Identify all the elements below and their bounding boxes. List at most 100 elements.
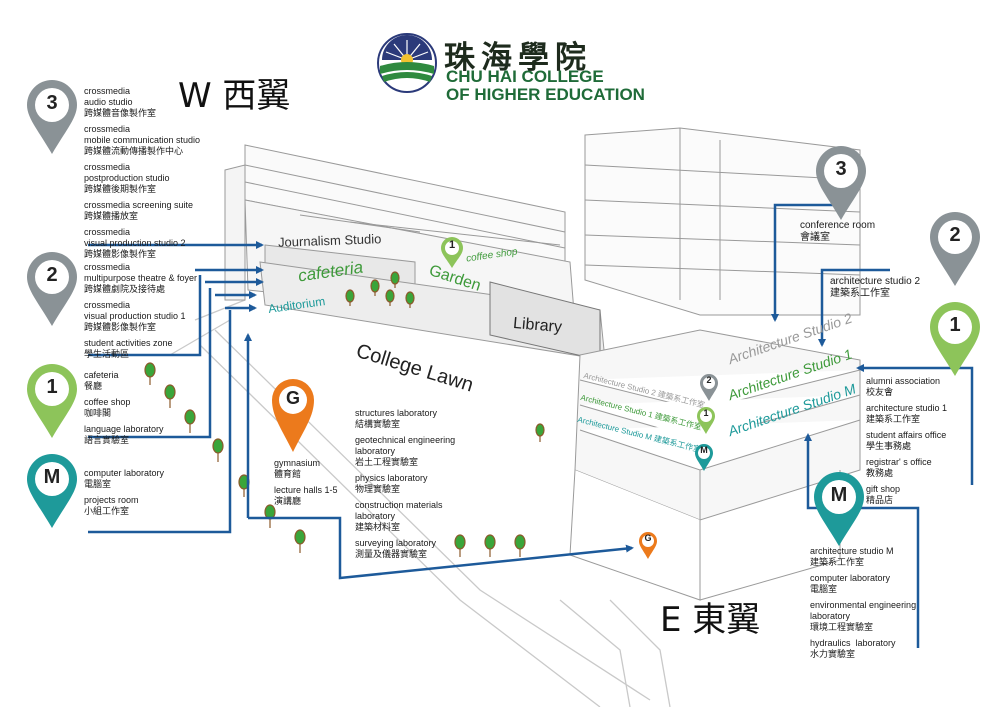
arrow-e2: [818, 268, 890, 347]
east-wing-title: E 東翼: [660, 600, 761, 640]
map-pin-icon: [441, 237, 463, 268]
map-pin-teal-m[interactable]: M: [694, 444, 714, 477]
arrow-em: [804, 433, 920, 648]
pin-gymnasium[interactable]: G: [270, 376, 316, 459]
pin-label: 3: [46, 92, 58, 114]
pin-east-m[interactable]: M: [812, 470, 866, 553]
arrow-g-right: [248, 516, 634, 580]
pin-label: 3: [835, 158, 847, 180]
pin-west-3[interactable]: 3: [25, 78, 79, 161]
west-wing-building: [224, 144, 606, 361]
pin-label: 1: [46, 376, 58, 398]
college-name-zh: 珠海學院: [444, 40, 592, 76]
map-pin-icon: [695, 444, 713, 471]
college-name-en-line2: OF HIGHER EDUCATION: [446, 85, 645, 104]
pin-east-1[interactable]: 1: [928, 300, 982, 383]
map-pin-icon: [700, 374, 718, 401]
pin-label: M: [43, 466, 61, 488]
tree: [212, 438, 224, 462]
map-pin-grey-2[interactable]: 2: [699, 374, 719, 407]
pin-west-m[interactable]: M: [25, 452, 79, 535]
pin-label: M: [830, 484, 848, 506]
tree: [184, 409, 196, 433]
map-pin-icon: [27, 252, 77, 326]
tree: [164, 384, 176, 408]
tree: [535, 423, 545, 442]
pin-west-1[interactable]: 1: [25, 362, 79, 445]
pin-label: G: [285, 388, 300, 408]
tree: [484, 534, 496, 557]
pin-east-3[interactable]: 3: [814, 144, 868, 227]
arrow-w1b: [88, 288, 212, 439]
map-pin-green-1[interactable]: 1: [696, 407, 716, 440]
pin-west-2[interactable]: 2: [25, 250, 79, 333]
pin-label: 2: [46, 264, 58, 286]
tree: [454, 534, 466, 557]
map-pin-icon: [27, 454, 77, 528]
map-pin-orange-g[interactable]: G: [638, 532, 658, 565]
map-pin-icon: [27, 364, 77, 438]
arrow-wmc: [88, 310, 232, 534]
tree: [345, 289, 355, 306]
tree: [385, 289, 395, 306]
pin-label: 2: [949, 224, 961, 246]
pin-label: 1: [949, 314, 961, 336]
map-pin-icon: [27, 80, 77, 154]
tree: [294, 529, 306, 553]
map-pin-icon: [816, 146, 866, 220]
trees: [144, 271, 545, 557]
map-pin-icon: [930, 302, 980, 376]
tree: [390, 271, 400, 288]
college-name-en-line1: CHU HAI COLLEGE: [446, 67, 604, 86]
west-wing-title: W 西翼: [178, 76, 291, 116]
pin-east-2[interactable]: 2: [928, 210, 982, 293]
east-wing-building: [569, 127, 861, 601]
arrow-e1: [856, 364, 974, 485]
college-logo: [376, 32, 438, 94]
map-pin-green-1-cafe[interactable]: 1: [440, 237, 464, 274]
map-pin-icon: [930, 212, 980, 286]
map-pin-icon: [639, 532, 657, 559]
map-pin-icon: [697, 407, 715, 434]
direction-arrows: [88, 203, 974, 648]
tree: [144, 362, 156, 385]
